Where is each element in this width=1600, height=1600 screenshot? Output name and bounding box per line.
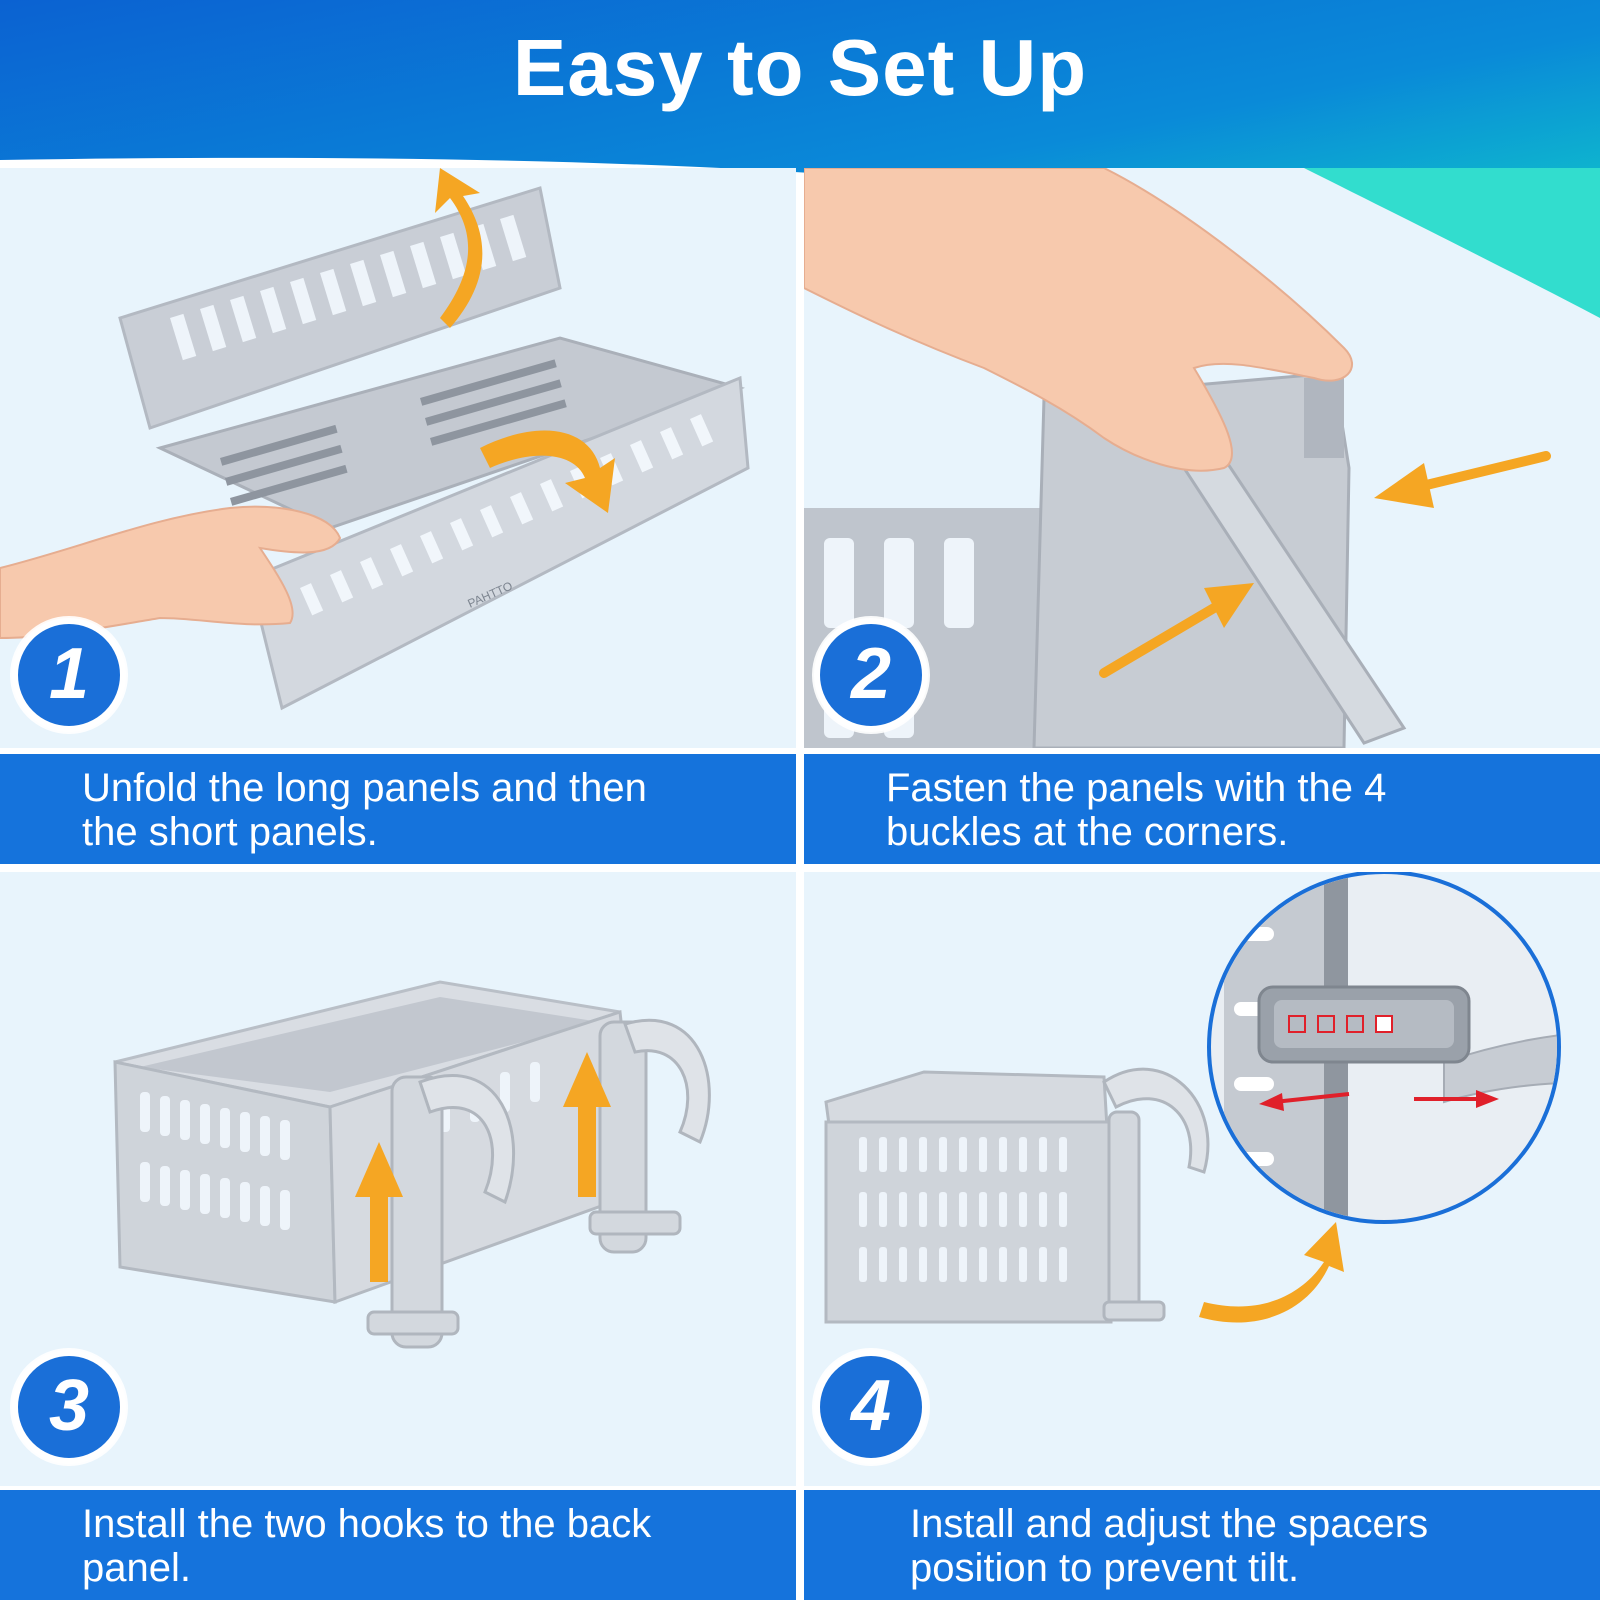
step-3-badge: 3 xyxy=(12,1350,126,1464)
step-2-panel: 2 xyxy=(804,168,1600,748)
unfold-arrow-up xyxy=(435,168,483,328)
step-1-badge: 1 xyxy=(12,618,126,732)
step-4-caption-line-2: position to prevent tilt. xyxy=(910,1546,1300,1590)
step-1-illustration: PAHTTO xyxy=(0,168,796,748)
step-3-caption-line-1: Install the two hooks to the back xyxy=(82,1502,652,1546)
zoom-arrow xyxy=(1199,1222,1344,1323)
step-2-caption: Fasten the panels with the 4 buckles at … xyxy=(804,754,1600,864)
page-title: Easy to Set Up xyxy=(512,23,1088,112)
unfold-arrow-right xyxy=(480,430,615,513)
step-2-caption-line-2: buckles at the corners. xyxy=(886,810,1289,854)
step-3-caption: Install the two hooks to the back panel. xyxy=(0,1490,796,1600)
adjust-arrow-right xyxy=(1414,1090,1499,1108)
hand xyxy=(804,168,1354,472)
hook xyxy=(1102,1067,1210,1174)
header-gradient xyxy=(0,0,1600,320)
step-2-badge: 2 xyxy=(814,618,928,732)
step-3-panel: 3 xyxy=(0,872,796,1486)
step-3-caption-line-2: panel. xyxy=(82,1546,191,1590)
spacer-position-markers xyxy=(1288,1015,1393,1033)
step-2-caption-line-1: Fasten the panels with the 4 xyxy=(886,766,1387,810)
hand xyxy=(0,505,342,640)
push-arrow-right xyxy=(1374,451,1551,508)
step-4-caption: Install and adjust the spacers position … xyxy=(804,1490,1600,1600)
header-banner: Easy to Set Up xyxy=(0,0,1600,360)
hook-left xyxy=(366,1074,516,1349)
hook-right xyxy=(588,1018,711,1254)
step-1-caption: Unfold the long panels and then the shor… xyxy=(0,754,796,864)
adjust-arrow-left xyxy=(1259,1092,1350,1111)
step-4-panel: 4 xyxy=(804,872,1600,1486)
install-arrow-left xyxy=(355,1142,403,1282)
step-2-illustration xyxy=(804,168,1600,748)
step-1-caption-line-1: Unfold the long panels and then xyxy=(82,766,647,810)
step-3-illustration xyxy=(0,872,796,1486)
step-4-caption-line-1: Install and adjust the spacers xyxy=(910,1502,1429,1546)
install-arrow-right xyxy=(563,1052,611,1197)
step-1-caption-line-2: the short panels. xyxy=(82,810,378,854)
step-4-illustration xyxy=(804,872,1600,1486)
push-arrow-left xyxy=(1099,583,1254,678)
step-1-panel: PAHTTO 1 xyxy=(0,168,796,748)
step-4-badge: 4 xyxy=(814,1350,928,1464)
